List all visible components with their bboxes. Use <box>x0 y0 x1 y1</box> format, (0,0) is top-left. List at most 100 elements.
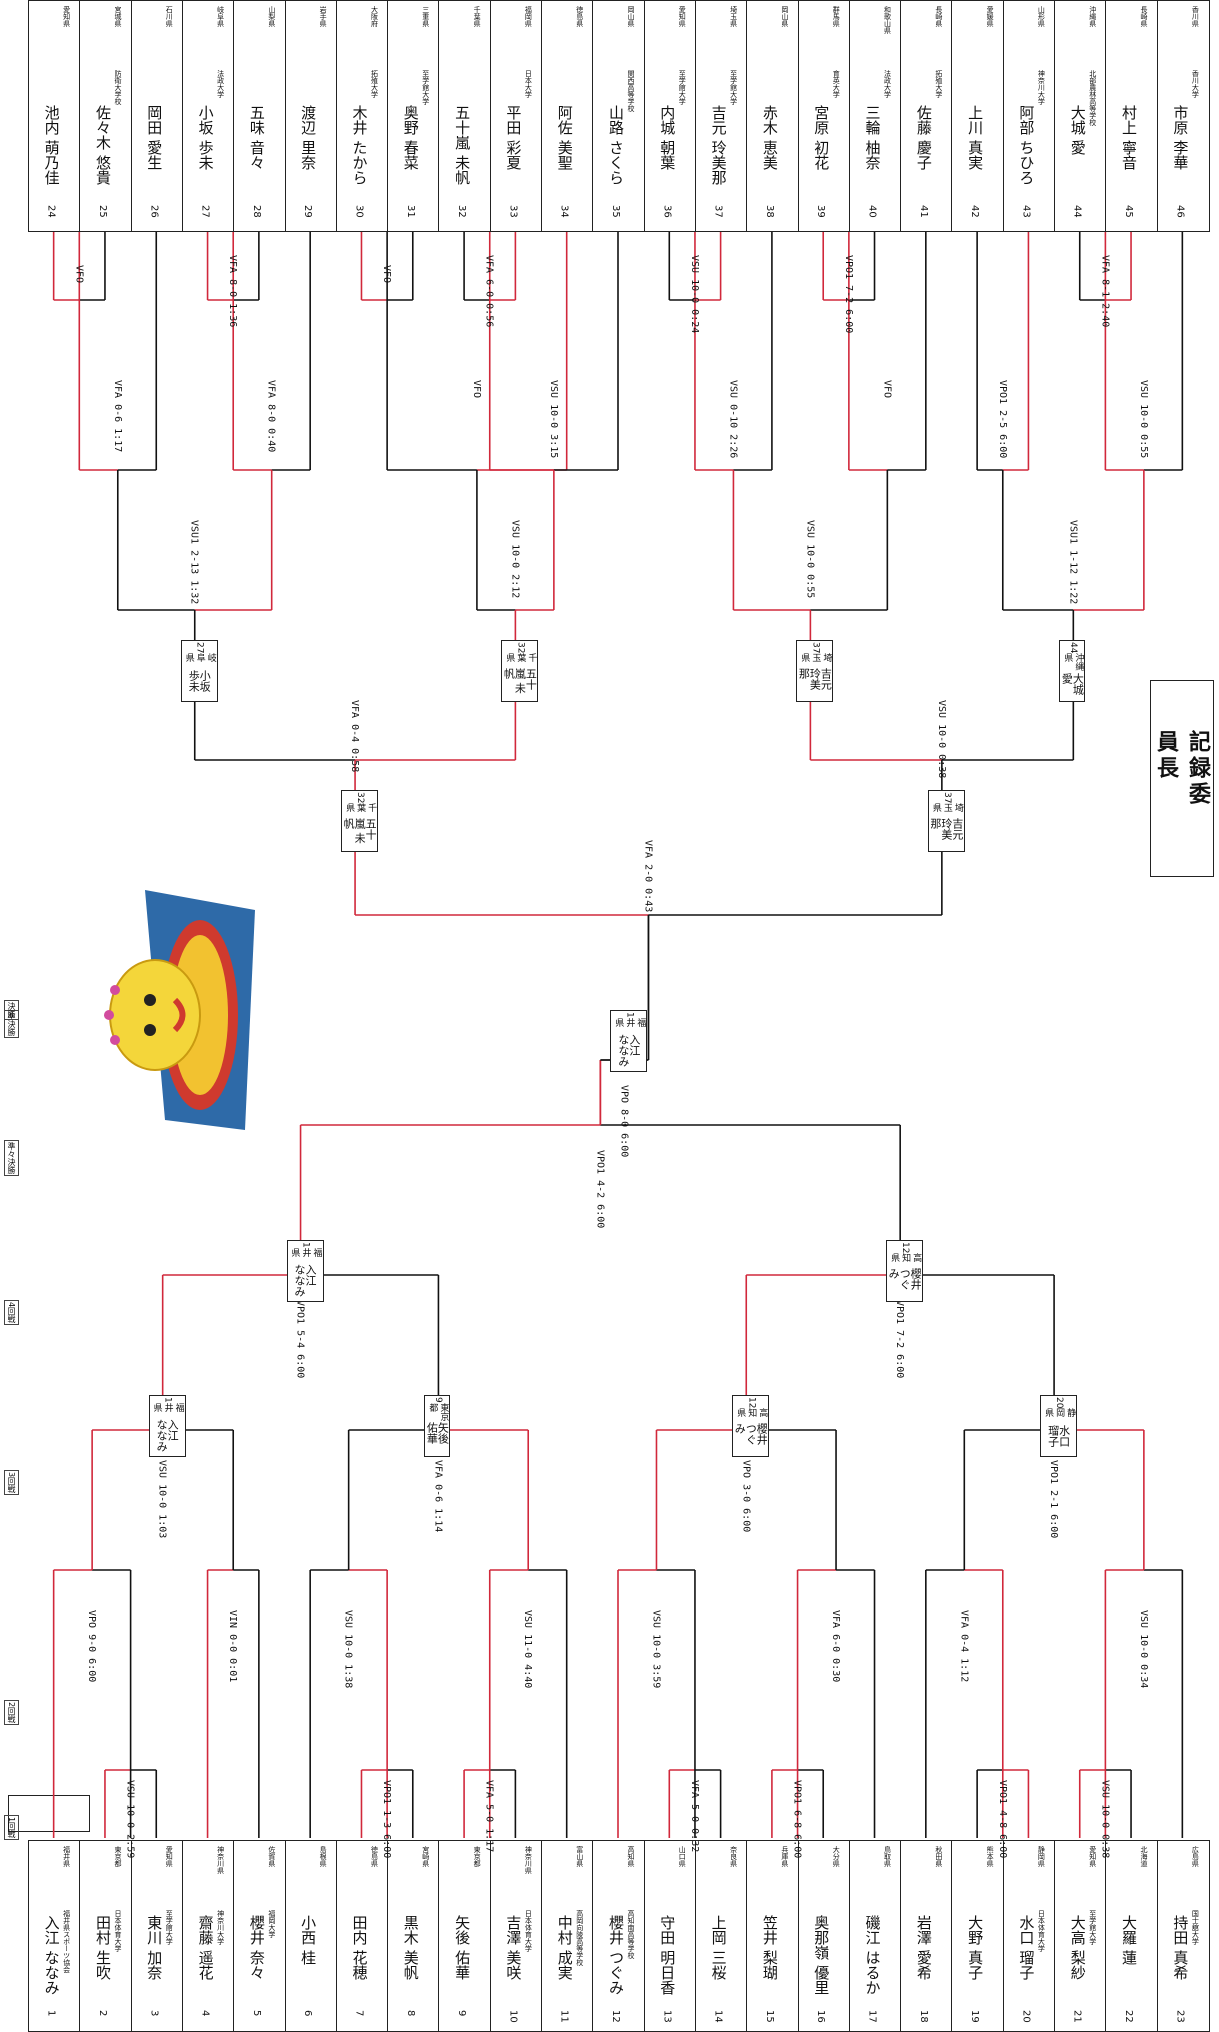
player-number: 33 <box>507 205 518 218</box>
player-pref: 岐阜県 <box>216 6 226 27</box>
winner-pref: 福井県 <box>612 1018 645 1035</box>
player-name: 内城 朝葉 <box>657 105 678 170</box>
player-pref: 奈良県 <box>729 1846 739 1867</box>
player-org: 防衛大学校 <box>113 70 123 105</box>
winner-name: 入江 ななみ <box>294 1264 316 1300</box>
player-pref: 島根県 <box>318 1846 328 1867</box>
player-org: 拓殖大学 <box>369 70 379 98</box>
winner-no: 32 <box>354 792 365 803</box>
player-number: 6 <box>302 2010 313 2016</box>
player-pref: 愛知県 <box>1088 1846 1098 1867</box>
round-label: 準々決勝 <box>4 1140 19 1176</box>
match-result: VSU 10-0 2:59 <box>125 1780 136 1858</box>
player-number: 25 <box>97 205 108 218</box>
winner-pref: 静岡県 <box>1042 1408 1075 1425</box>
match-result: VFO <box>471 380 482 398</box>
player-name: 齋藤 遥花 <box>196 1915 217 1980</box>
match-result: VSU 10-0 1:38 <box>343 1610 354 1688</box>
player-number: 40 <box>867 205 878 218</box>
player-number: 17 <box>867 2010 878 2023</box>
match-result: VFA 6-0 0:56 <box>484 255 495 327</box>
player-name: 山路 さくら <box>606 105 627 185</box>
player-org: 至学館大学 <box>164 1910 174 1945</box>
player-org: 福井県スポーツ協会 <box>62 1910 72 1973</box>
player-name: 阿部 ちひろ <box>1016 105 1037 185</box>
player-name: 池内 萌乃佳 <box>42 105 63 185</box>
winner-pref: 千葉県 <box>503 653 536 668</box>
player-org: 至学館大学 <box>729 70 739 105</box>
player-name: 持田 真希 <box>1170 1915 1191 1980</box>
player-org: 関西高等学校 <box>626 70 636 112</box>
player-pref: 秋田県 <box>934 1846 944 1867</box>
round-label: 4回戦 <box>4 1300 19 1325</box>
player-number: 30 <box>353 205 364 218</box>
player-number: 4 <box>200 2010 211 2016</box>
match-result: VPO1 4-8 6:00 <box>997 1780 1008 1858</box>
player-pref: 沖縄県 <box>1088 6 1098 27</box>
match-result: VPO 3-0 6:00 <box>740 1460 751 1532</box>
player-pref: 北海道 <box>1139 1846 1149 1867</box>
match-result: VFA 5-0 1:17 <box>484 1780 495 1852</box>
player-name: 佐々木 悠貴 <box>93 105 114 185</box>
player-name: 阿佐 美聖 <box>555 105 576 170</box>
player-pref: 山口県 <box>677 1846 687 1867</box>
player-number: 43 <box>1020 205 1031 218</box>
player-pref: 鳥取県 <box>883 1846 893 1867</box>
player-pref: 宮崎県 <box>421 1846 431 1867</box>
player-number: 22 <box>1123 2010 1134 2023</box>
player-number: 2 <box>97 2010 108 2016</box>
player-number: 28 <box>251 205 262 218</box>
player-pref: 兵庫県 <box>780 1846 790 1867</box>
match-result: VSU 10-0 0:55 <box>1138 380 1149 458</box>
player-org: 日本体育大学 <box>113 1910 123 1952</box>
player-org: 至学館大学 <box>421 70 431 105</box>
player-pref: 岡山県 <box>626 6 636 27</box>
mascot-illustration <box>95 880 265 1140</box>
player-number: 1 <box>46 2010 57 2016</box>
round-label: 1回戦 <box>4 1815 19 1840</box>
winner-no: 44 <box>1067 642 1078 653</box>
winner-name: 小坂 歩未 <box>188 670 210 700</box>
player-name: 五味 音々 <box>247 105 268 170</box>
player-name: 守田 明日香 <box>657 1915 678 1995</box>
player-pref: 千葉県 <box>472 6 482 27</box>
round-label: 2回戦 <box>4 1700 19 1725</box>
match-result: VFA 0-6 1:14 <box>432 1460 443 1532</box>
winner-name: 吉元 玲美那 <box>930 818 963 850</box>
player-pref: 三重県 <box>421 6 431 27</box>
player-number: 13 <box>661 2010 672 2023</box>
winner-box: 32千葉県五十嵐 未帆 <box>341 790 378 852</box>
player-number: 37 <box>713 205 724 218</box>
player-number: 20 <box>1020 2010 1031 2023</box>
player-number: 41 <box>918 205 929 218</box>
winner-name: 五十嵐 未帆 <box>343 818 376 850</box>
player-name: 奥野 春菜 <box>401 105 422 170</box>
player-pref: 愛媛県 <box>985 6 995 27</box>
player-pref: 高知県 <box>626 1846 636 1867</box>
match-result: VSU 11-0 4:40 <box>522 1610 533 1688</box>
match-result: VSU 10-0 1:03 <box>157 1460 168 1538</box>
winner-box: 20静岡県水口 瑠子 <box>1040 1395 1077 1457</box>
player-org: 拓殖大学 <box>934 70 944 98</box>
player-pref: 山形県 <box>1036 6 1046 27</box>
match-result: VFA 0-6 1:17 <box>112 380 123 452</box>
winner-no: 37 <box>809 642 820 653</box>
player-pref: 大阪府 <box>369 6 379 27</box>
player-pref: 埼玉県 <box>729 6 739 27</box>
winner-pref: 高知県 <box>888 1253 921 1268</box>
player-number: 16 <box>815 2010 826 2023</box>
player-org: 日本体育大学 <box>523 1910 533 1952</box>
player-pref: 佐賀県 <box>267 1846 277 1867</box>
match-result: VSU 10-0 0:24 <box>689 255 700 333</box>
player-name: 岩澤 愛希 <box>914 1915 935 1980</box>
match-result: VFA 8-1 2:40 <box>1099 255 1110 327</box>
round-label: 3回戦 <box>4 1470 19 1495</box>
match-result: VSU 10-0 3:59 <box>650 1610 661 1688</box>
player-pref: 福井県 <box>62 1846 72 1867</box>
match-result: VPO1 7-2 6:00 <box>894 1300 905 1378</box>
match-result: VPO1 2-5 6:00 <box>997 380 1008 458</box>
winner-box: 12高知県櫻井 つぐみ <box>886 1240 923 1302</box>
player-name: 奥那嶺 優里 <box>811 1915 832 1995</box>
player-org: 福岡大学 <box>267 1910 277 1938</box>
